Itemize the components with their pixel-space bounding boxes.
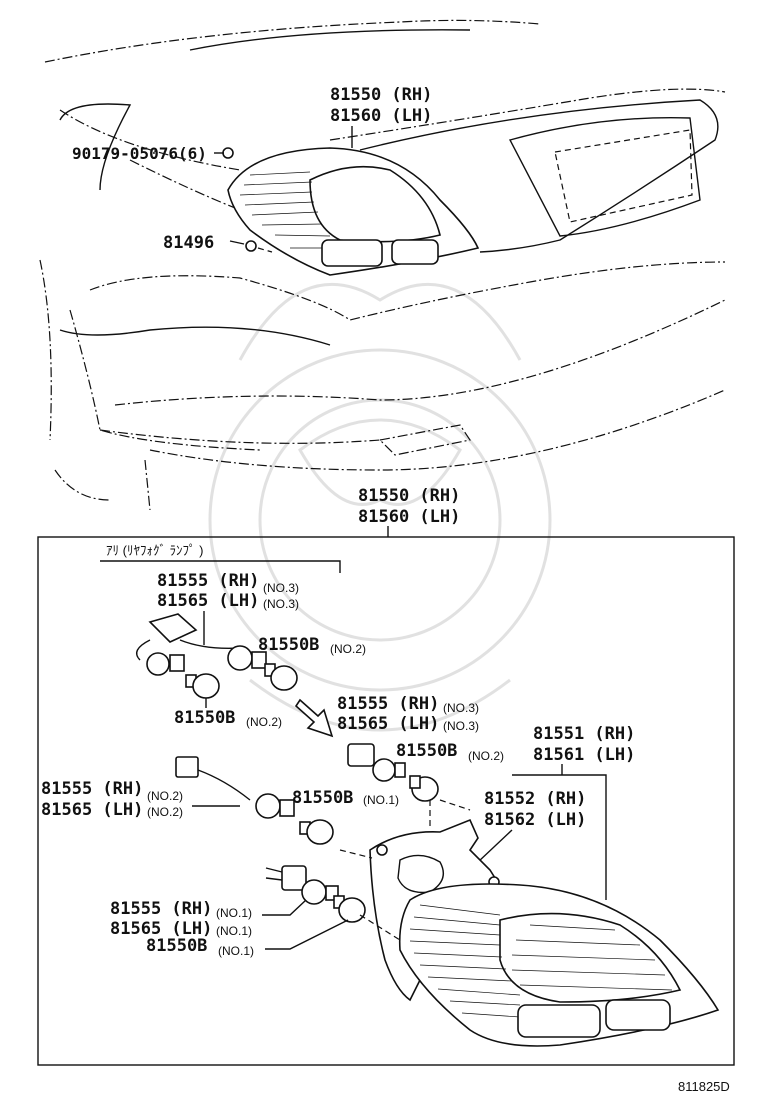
bulb-no1-a-label: 81550B <box>292 788 353 808</box>
car-body-outline <box>39 19 726 511</box>
socket-no3b-lh-label: 81565 (LH) <box>337 714 439 734</box>
gasket-lh-label: 81562 (LH) <box>484 810 586 830</box>
bulb-no2-c-label: 81550B <box>396 741 457 761</box>
large-tail-lamp <box>398 883 720 1047</box>
bulb-no2-a-tag: (NO.2) <box>246 715 282 729</box>
assembly-frame <box>37 536 735 1066</box>
lens-body-rh-label: 81551 (RH) <box>533 724 635 744</box>
top-lamp-hatching <box>239 171 335 249</box>
bulb-no2-a-label: 81550B <box>174 708 235 728</box>
socket-no2-lh-label: 81565 (LH) <box>41 800 143 820</box>
large-lamp-hatching <box>409 904 673 1018</box>
top-tail-lamp <box>227 147 480 276</box>
lens-body-lh-label: 81561 (LH) <box>533 745 635 765</box>
bulb-no1-a <box>299 819 334 845</box>
figure-code: 811825D <box>678 1079 730 1094</box>
socket-no2-rh-tag: (NO.2) <box>147 789 183 803</box>
socket-no1-rh-label: 81555 (RH) <box>110 899 212 919</box>
bulb-no1-b-label: 81550B <box>146 936 207 956</box>
bulb-no1-a-tag: (NO.1) <box>363 793 399 807</box>
bulb-no2-b-label: 81550B <box>258 635 319 655</box>
install-arrow <box>294 698 334 738</box>
screw-90179 <box>214 147 234 159</box>
fog-lamp-note: ｱﾘ (ﾘﾔﾌｫｸﾞ ﾗﾝﾌﾟ ) <box>106 543 204 558</box>
socket-no3-center <box>347 743 406 782</box>
socket-no3-rh-tag: (NO.3) <box>263 581 299 595</box>
socket-no3b-rh-tag: (NO.3) <box>443 701 479 715</box>
socket-no1-lh-label: 81565 (LH) <box>110 919 212 939</box>
bulb-no2-c-tag: (NO.2) <box>468 749 504 763</box>
bulb-no2-b <box>264 663 298 691</box>
clip-81496 <box>229 240 273 253</box>
box-assembly-rh-label: 81550 (RH) <box>358 486 460 506</box>
bulb-no2-c <box>409 775 439 802</box>
socket-no1-rh-tag: (NO.1) <box>216 906 252 920</box>
gasket-rh-label: 81552 (RH) <box>484 789 586 809</box>
socket-no3-lh-label: 81565 (LH) <box>157 591 259 611</box>
screw-label: 90179-05076(6) <box>72 144 207 163</box>
box-assembly-lh-label: 81560 (LH) <box>358 507 460 527</box>
socket-no2-lh-tag: (NO.2) <box>147 805 183 819</box>
socket-no3-lh-tag: (NO.3) <box>263 597 299 611</box>
socket-no2-rh-label: 81555 (RH) <box>41 779 143 799</box>
socket-no3b-rh-label: 81555 (RH) <box>337 694 439 714</box>
clip-label: 81496 <box>163 233 214 253</box>
socket-no3b-lh-tag: (NO.3) <box>443 719 479 733</box>
socket-no1 <box>265 865 339 905</box>
socket-no1-lh-tag: (NO.1) <box>216 924 252 938</box>
top-assembly-lh-label: 81560 (LH) <box>330 106 432 126</box>
fog-socket-harness <box>136 613 267 676</box>
bulb-no1-b <box>333 895 366 923</box>
socket-no2-harness <box>175 756 295 819</box>
bulb-no2-b-tag: (NO.2) <box>330 642 366 656</box>
bulb-no1-b-tag: (NO.1) <box>218 944 254 958</box>
top-assembly-rh-label: 81550 (RH) <box>330 85 432 105</box>
socket-no3-rh-label: 81555 (RH) <box>157 571 259 591</box>
bulb-no2-a <box>185 673 220 699</box>
